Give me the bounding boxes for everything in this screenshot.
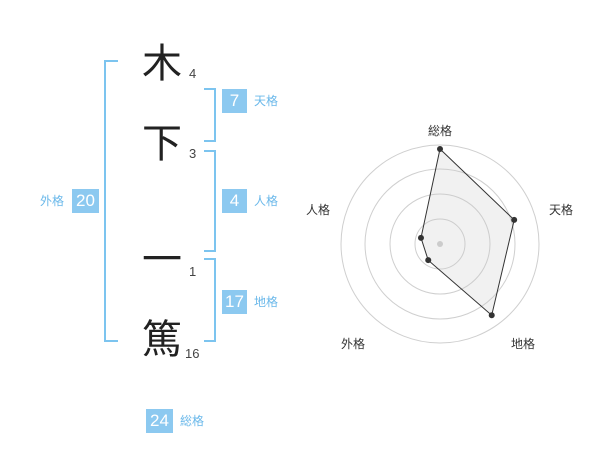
jinkaku-value-badge: 4 [222, 189, 247, 213]
jinkaku-bracket [204, 150, 216, 252]
radar-point-2 [511, 216, 518, 223]
radar-point-1 [437, 146, 443, 152]
radar-chart [340, 144, 540, 344]
name-char-4: 篤 [142, 317, 182, 363]
gaikaku-label: 外格 [40, 194, 65, 208]
soukaku-value-badge: 24 [146, 409, 173, 433]
radar-ring [389, 193, 491, 295]
radar-point-5 [417, 234, 424, 241]
name-char-3: 一 [142, 237, 182, 283]
radar-point-4 [425, 257, 432, 264]
stroke-count-1: 4 [189, 66, 197, 81]
radar-axis-label-tenkaku: 天格 [549, 203, 574, 217]
gaikaku-value-badge: 20 [72, 189, 99, 213]
chikaku-bracket [204, 258, 216, 342]
jinkaku-label: 人格 [254, 194, 279, 208]
tenkaku-value-badge: 7 [222, 89, 247, 113]
chikaku-label: 地格 [254, 295, 279, 309]
radar-axis-label-gaikaku: 外格 [341, 337, 366, 351]
radar-axis-label-chikaku: 地格 [511, 337, 536, 351]
stroke-count-2: 3 [189, 146, 197, 161]
radar-ring [340, 144, 540, 344]
radar-area [420, 148, 515, 317]
chikaku-value-badge: 17 [222, 290, 247, 314]
gaikaku-bracket [104, 60, 118, 342]
stroke-count-4: 16 [185, 346, 200, 361]
stroke-count-3: 1 [189, 264, 197, 279]
radar-center-dot [437, 241, 443, 247]
name-char-2: 下 [142, 121, 182, 167]
tenkaku-bracket [204, 88, 216, 142]
radar-ring [364, 168, 516, 320]
radar-ring [414, 218, 466, 270]
radar-axis-label-jinkaku: 人格 [306, 203, 331, 217]
name-char-1: 木 [142, 41, 182, 87]
soukaku-label: 総格 [180, 414, 205, 428]
radar-point-3 [488, 312, 495, 319]
tenkaku-label: 天格 [254, 94, 279, 108]
radar-axis-label-soukaku: 総格 [428, 124, 453, 138]
